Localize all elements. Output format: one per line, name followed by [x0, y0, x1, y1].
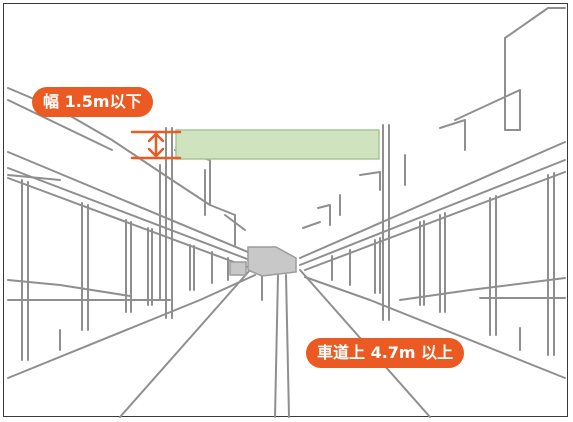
vanishing-buildings	[229, 246, 297, 277]
right-buildings	[302, 7, 566, 229]
clearance-height-label: 車道上 4.7m 以上	[306, 338, 465, 368]
left-arcade-canopy	[7, 151, 256, 379]
illustration-frame	[3, 3, 568, 417]
road	[119, 269, 431, 418]
height-dimension-marker	[130, 130, 182, 160]
banner-poles	[165, 124, 390, 321]
overhead-banner	[175, 129, 380, 160]
right-arcade-canopy	[299, 141, 566, 379]
width-limit-label: 幅 1.5m以下	[32, 87, 153, 117]
